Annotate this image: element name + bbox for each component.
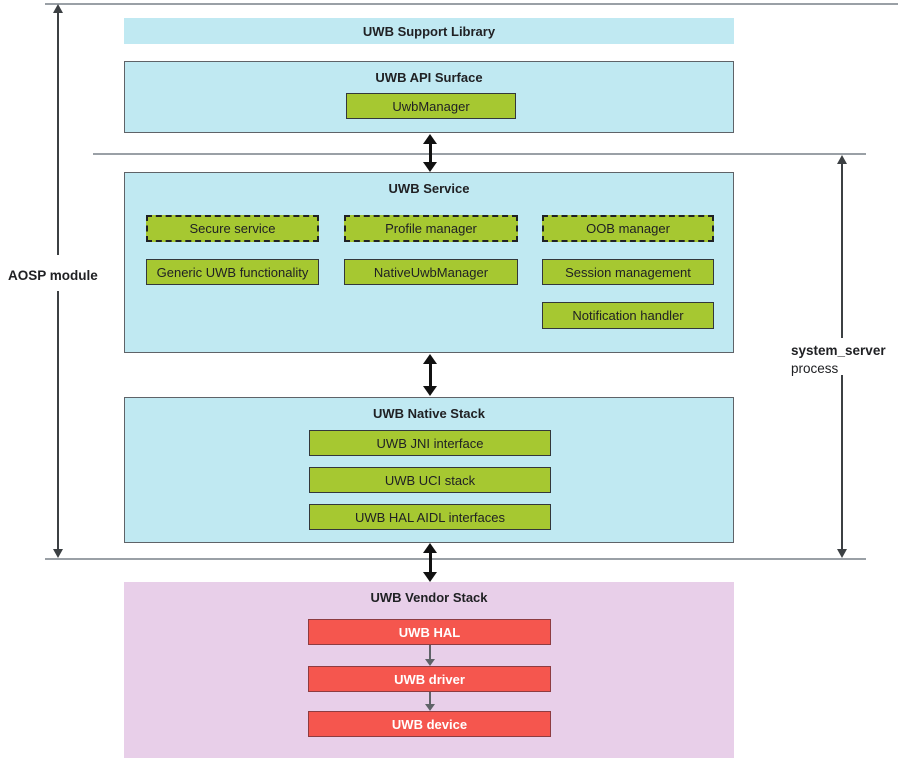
api-service-double-arrow-icon <box>423 134 437 172</box>
aosp-span-line-lower <box>57 291 59 550</box>
arrow-shaft <box>429 692 431 706</box>
uwb-hal-chip: UWB HAL <box>308 619 551 645</box>
uwb-native-stack-title: UWB Native Stack <box>373 406 485 421</box>
arrowhead-down-icon <box>423 572 437 582</box>
uwb-vendor-stack-box: UWB Vendor Stack UWB HAL UWB driver UWB … <box>124 582 734 758</box>
hal-driver-arrow-icon <box>425 645 435 666</box>
uwb-service-title: UWB Service <box>388 181 470 196</box>
uwb-jni-interface-chip: UWB JNI interface <box>309 430 551 456</box>
separator-line-top <box>45 3 898 5</box>
uwb-support-library-title: UWB Support Library <box>362 23 496 39</box>
aosp-span-arrow-down-icon <box>53 549 63 558</box>
system-server-label-name: system_server <box>791 343 886 358</box>
system-server-span-line-lower <box>841 375 843 550</box>
driver-device-arrow-icon <box>425 692 435 711</box>
system-server-label: system_server process <box>791 342 886 378</box>
session-management-chip: Session management <box>542 259 714 285</box>
uwb-api-surface-title: UWB API Surface <box>375 70 483 85</box>
notification-handler-chip: Notification handler <box>542 302 714 329</box>
uwb-device-chip: UWB device <box>308 711 551 737</box>
arrow-shaft <box>428 141 432 165</box>
aosp-span-arrow-up-icon <box>53 4 63 13</box>
uwb-native-stack-box: UWB Native Stack UWB JNI interface UWB U… <box>124 397 734 543</box>
separator-line-bottom <box>45 558 866 560</box>
uwb-uci-stack-chip: UWB UCI stack <box>309 467 551 493</box>
arrowhead-up-icon <box>423 543 437 553</box>
uwb-vendor-stack-title: UWB Vendor Stack <box>370 590 488 605</box>
arrowhead-down-icon <box>423 386 437 396</box>
system-server-span-line-upper <box>841 162 843 338</box>
profile-manager-chip: Profile manager <box>344 215 518 242</box>
arrowhead-down-icon <box>425 704 435 711</box>
arrowhead-down-icon <box>423 162 437 172</box>
aosp-span-line-upper <box>57 11 59 255</box>
native-uwb-manager-chip: NativeUwbManager <box>344 259 518 285</box>
system-server-span-arrow-up-icon <box>837 155 847 164</box>
system-server-label-process: process <box>791 361 839 376</box>
generic-uwb-functionality-chip: Generic UWB functionality <box>146 259 319 285</box>
aosp-module-label: AOSP module <box>8 268 98 283</box>
oob-manager-chip: OOB manager <box>542 215 714 242</box>
uwb-manager-chip: UwbManager <box>346 93 516 119</box>
system-server-span-arrow-down-icon <box>837 549 847 558</box>
service-native-double-arrow-icon <box>423 354 437 396</box>
arrowhead-up-icon <box>423 354 437 364</box>
arrow-shaft <box>428 361 432 389</box>
arrow-shaft <box>428 550 432 575</box>
arrowhead-down-icon <box>425 659 435 666</box>
arrow-shaft <box>429 645 431 661</box>
uwb-support-library-box: UWB Support Library <box>124 18 734 44</box>
separator-line-middle <box>93 153 866 155</box>
arrowhead-up-icon <box>423 134 437 144</box>
uwb-api-surface-box: UWB API Surface UwbManager <box>124 61 734 133</box>
secure-service-chip: Secure service <box>146 215 319 242</box>
uwb-service-box: UWB Service Secure service Profile manag… <box>124 172 734 353</box>
native-vendor-double-arrow-icon <box>423 543 437 582</box>
uwb-hal-aidl-interfaces-chip: UWB HAL AIDL interfaces <box>309 504 551 530</box>
uwb-driver-chip: UWB driver <box>308 666 551 692</box>
